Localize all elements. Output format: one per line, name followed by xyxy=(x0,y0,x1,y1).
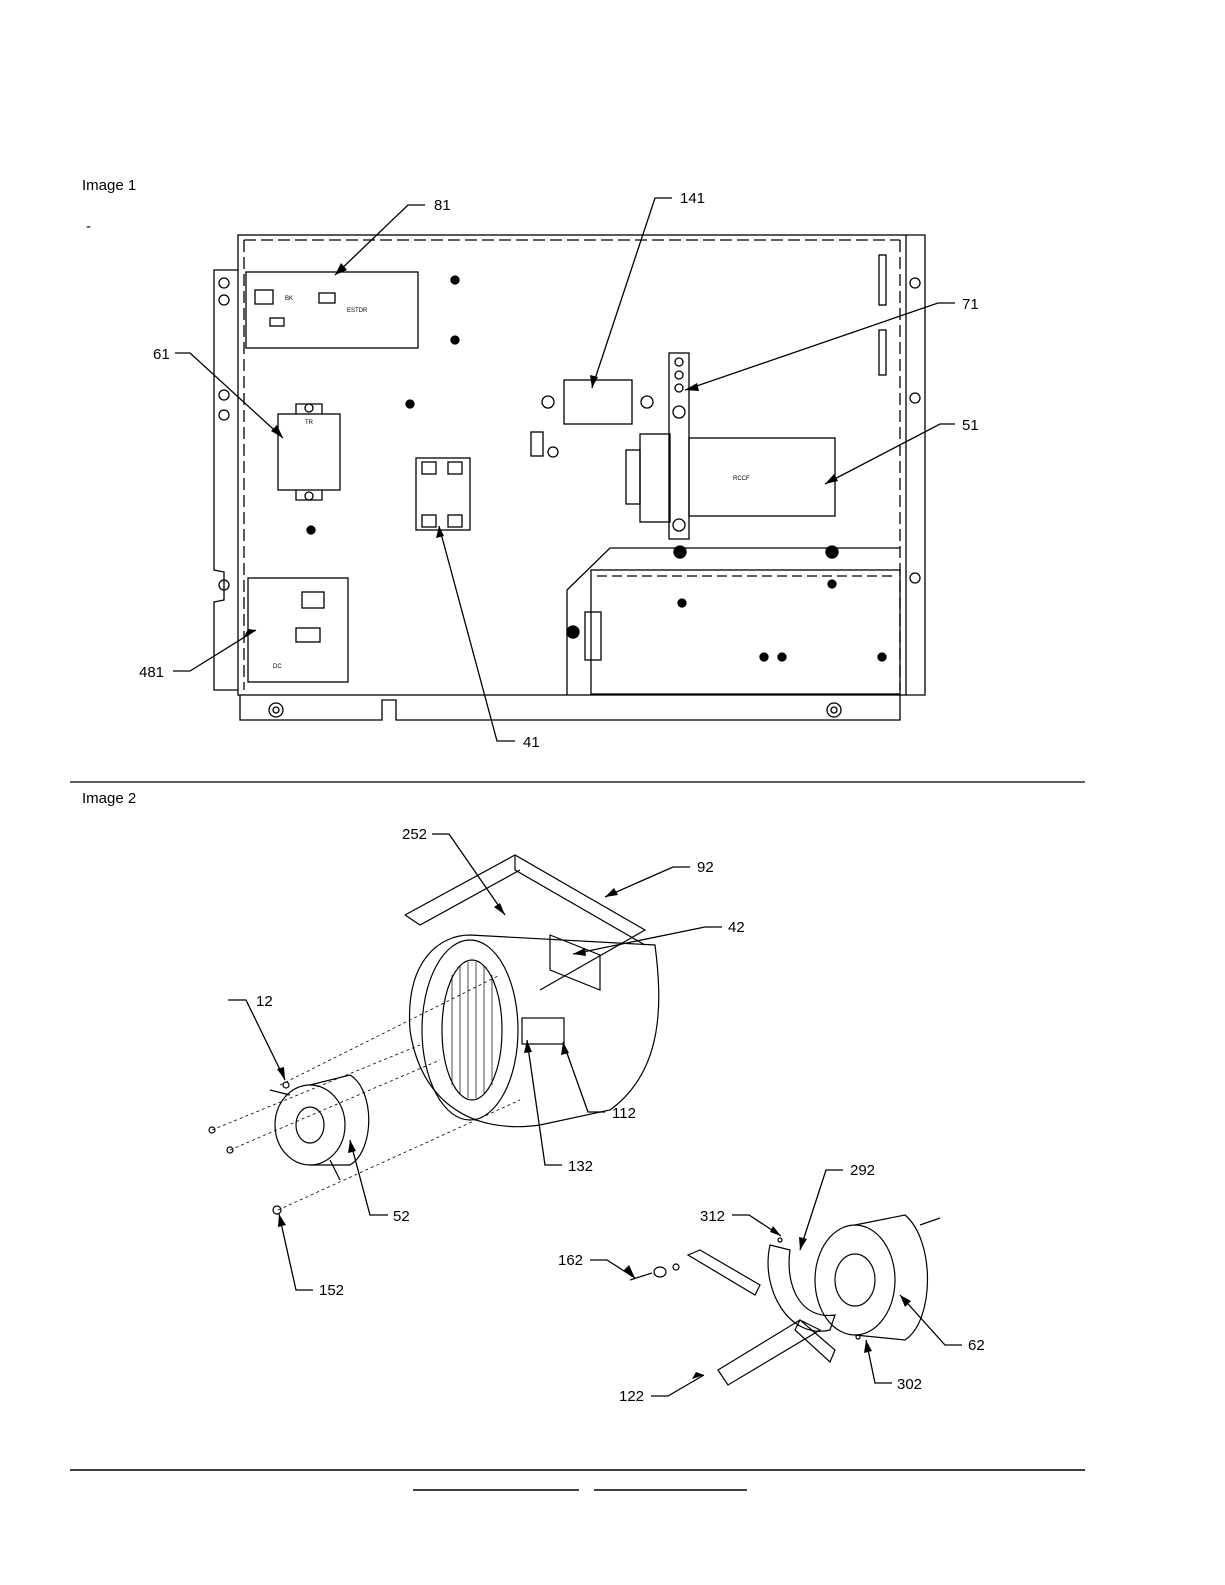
callout-152: 152 xyxy=(319,1282,344,1299)
image1-arrowheads xyxy=(244,263,838,637)
callout-71: 71 xyxy=(962,296,979,313)
callout-62: 62 xyxy=(968,1337,985,1354)
control-panel xyxy=(214,235,925,720)
relay xyxy=(564,380,632,424)
callout-41: 41 xyxy=(523,734,540,751)
callout-312: 312 xyxy=(700,1208,725,1225)
callout-481: 481 xyxy=(139,664,164,681)
callout-92: 92 xyxy=(697,859,714,876)
image2-arrowheads xyxy=(277,888,911,1379)
dc-board-text: DC xyxy=(273,664,282,670)
callout-112: 112 xyxy=(612,1105,636,1122)
image2-leaders xyxy=(228,834,962,1396)
terminal-strip xyxy=(669,353,689,539)
callout-132: 132 xyxy=(568,1158,593,1175)
capacitor-text: RCCF xyxy=(733,476,750,482)
callout-61: 61 xyxy=(153,346,170,363)
callout-252: 252 xyxy=(402,826,427,843)
dc-board xyxy=(248,578,348,682)
relay-text: BK xyxy=(285,296,293,302)
control-board xyxy=(246,272,418,348)
callout-51: 51 xyxy=(962,417,979,434)
image1-leaders xyxy=(173,198,955,741)
blower-assembly xyxy=(209,855,940,1385)
run-capacitor xyxy=(689,438,835,516)
callout-292: 292 xyxy=(850,1162,875,1179)
callout-302: 302 xyxy=(897,1376,922,1393)
callout-12: 12 xyxy=(256,993,273,1010)
callout-122: 122 xyxy=(619,1388,644,1405)
callout-52: 52 xyxy=(393,1208,410,1225)
control-board-text: ESTDR xyxy=(347,308,368,314)
callout-81: 81 xyxy=(434,197,451,214)
callout-162: 162 xyxy=(558,1252,583,1269)
callout-141: 141 xyxy=(680,190,705,207)
callout-42: 42 xyxy=(728,919,745,936)
transformer-text: TR xyxy=(305,420,314,426)
